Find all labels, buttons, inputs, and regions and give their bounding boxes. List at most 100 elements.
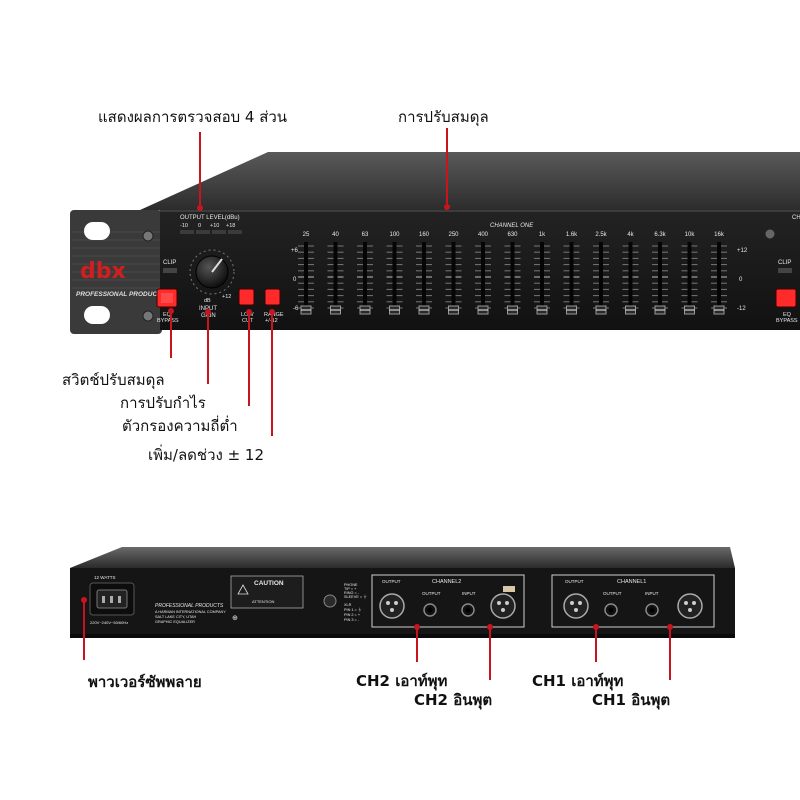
rear-top-lid [70, 547, 735, 568]
wiring-line-7: PIN 2 = + [344, 613, 361, 617]
scale-right-bottom: -12 [737, 306, 746, 312]
eq-slider-250[interactable]: 250 [445, 232, 462, 315]
ch2-input-xlr[interactable] [490, 586, 516, 619]
caution-warning-icon [237, 584, 249, 595]
ch2-output-jack[interactable] [423, 603, 437, 617]
wiring-line-1: PHONE [344, 583, 358, 587]
caution-title: CAUTION [254, 580, 284, 587]
callout-eq-bypass-switch: สวิตช์ปรับสมดุล [62, 371, 165, 389]
meter-title: OUTPUT LEVEL(dBu) [180, 215, 240, 221]
callout-low-cut-filter: ตัวกรองความถี่ต่ำ [122, 417, 238, 435]
eq-slider-25[interactable]: 25 [298, 232, 314, 315]
rack-hole-bottom [84, 306, 110, 324]
ch1-output-xlr[interactable] [563, 593, 589, 619]
wiring-line-8: PIN 3 = - [344, 618, 360, 622]
callout-equalizer: การปรับสมดุล [398, 108, 489, 126]
eq-bypass-label-1: EQ [163, 312, 172, 318]
slider-slot [363, 242, 367, 312]
slider-slot [451, 242, 456, 312]
band-label-1k: 1k [539, 232, 546, 238]
eq-slider-63[interactable]: 63 [357, 232, 373, 315]
scale-right-mid: 0 [739, 277, 743, 283]
eq-slider-10k[interactable]: 10k [681, 232, 698, 315]
eq-slider-16k[interactable]: 16k [711, 232, 727, 315]
wiring-line-5: XLR [344, 603, 352, 607]
ch1-input-jack[interactable] [645, 603, 659, 617]
knob-max-label: +12 [222, 294, 231, 300]
wattage-label: 12 WATTS [94, 575, 116, 580]
ch1-block [551, 574, 715, 628]
right-eq-bypass-button[interactable] [775, 288, 797, 308]
knob-db-label: dB [204, 298, 211, 304]
eq-bypass-label-2: BYPASS [157, 318, 179, 324]
ch1-title: CHANNEL1 [617, 579, 646, 585]
input-gain-label-1: INPUT [199, 306, 217, 312]
scale-left-mid: 0 [293, 277, 297, 283]
caution-subtitle: ATTENTION [252, 599, 274, 604]
rack-screw-top [142, 230, 154, 242]
ch2-output-jack-label: OUTPUT [422, 591, 441, 596]
band-label-1.6k: 1.6k [566, 232, 578, 238]
ch2-output-label: OUTPUT [382, 579, 401, 584]
front-top-lid [140, 152, 800, 210]
ch1-output-jack[interactable] [604, 603, 618, 617]
ch1-output-jack-label: OUTPUT [603, 591, 622, 596]
clip-led [163, 268, 177, 273]
ch1-output-label: OUTPUT [565, 579, 584, 584]
band-label-25: 25 [303, 232, 310, 238]
callout-meter-display: แสดงผลการตรวจสอบ 4 ส่วน [98, 108, 288, 126]
right-screw [764, 228, 776, 240]
rear-panel [70, 547, 735, 638]
wiring-line-6: PIN 1 = ⏚ [344, 607, 362, 612]
ch1-input-xlr[interactable] [677, 593, 703, 619]
slider-slot [304, 242, 308, 312]
band-label-16k: 16k [714, 232, 725, 238]
range-button[interactable] [264, 288, 281, 306]
band-label-250: 250 [448, 232, 459, 238]
slider-slot [510, 242, 515, 312]
meter-scale-1: 0 [198, 223, 201, 229]
slider-slot [628, 242, 633, 312]
band-label-160: 160 [419, 232, 430, 238]
eq-slider-4k[interactable]: 4k [622, 232, 639, 315]
eq-slider-40[interactable]: 40 [327, 232, 344, 315]
right-eq-label-2: BYPASS [776, 318, 798, 324]
brand-subtitle: PROFESSIONAL PRODUCTS [76, 291, 166, 298]
eq-slider-1k[interactable]: 1k [534, 232, 550, 315]
ground-screw [323, 594, 337, 608]
ch2-input-jack[interactable] [461, 603, 475, 617]
eq-slider-100[interactable]: 100 [386, 232, 403, 315]
meter-scale-3: +18 [226, 223, 235, 229]
wiring-line-3: RING = - [344, 591, 360, 595]
eq-slider-630[interactable]: 630 [504, 232, 521, 315]
slider-slot [540, 242, 544, 312]
right-eq-label-1: EQ [783, 312, 792, 318]
callout-input-gain: การปรับกำไร [120, 394, 206, 412]
rack-screw-bottom [142, 310, 154, 322]
maker-line-3: SALT LAKE CITY, UTAH [155, 615, 197, 619]
band-label-400: 400 [478, 232, 489, 238]
caution-label [230, 575, 304, 609]
callout-leaders [81, 128, 673, 680]
meter-scale-0: -10 [180, 223, 188, 229]
input-gain-knob[interactable] [189, 249, 235, 295]
ch2-output-xlr[interactable] [379, 593, 405, 619]
callout-ch1-output: CH1 เอาท์พุท [532, 672, 624, 690]
eq-slider-1.6k[interactable]: 1.6k [563, 232, 580, 315]
slider-slot [422, 242, 426, 312]
right-clip-label: CLIP [778, 260, 791, 266]
eq-slider-2.5k[interactable]: 2.5k [593, 232, 609, 315]
low-cut-label-1: LOW [241, 312, 254, 318]
low-cut-button[interactable] [238, 288, 255, 306]
callout-power-supply: พาวเวอร์ซัพพลาย [88, 673, 202, 691]
right-ch-label: CH [792, 215, 800, 221]
band-label-630: 630 [507, 232, 518, 238]
eq-slider-6.3k[interactable]: 6.3k [652, 232, 668, 315]
channel-title: CHANNEL ONE [490, 223, 534, 229]
eq-slider-400[interactable]: 400 [475, 232, 491, 315]
eq-slider-160[interactable]: 160 [416, 232, 432, 315]
slider-slot [717, 242, 721, 312]
band-label-100: 100 [389, 232, 400, 238]
